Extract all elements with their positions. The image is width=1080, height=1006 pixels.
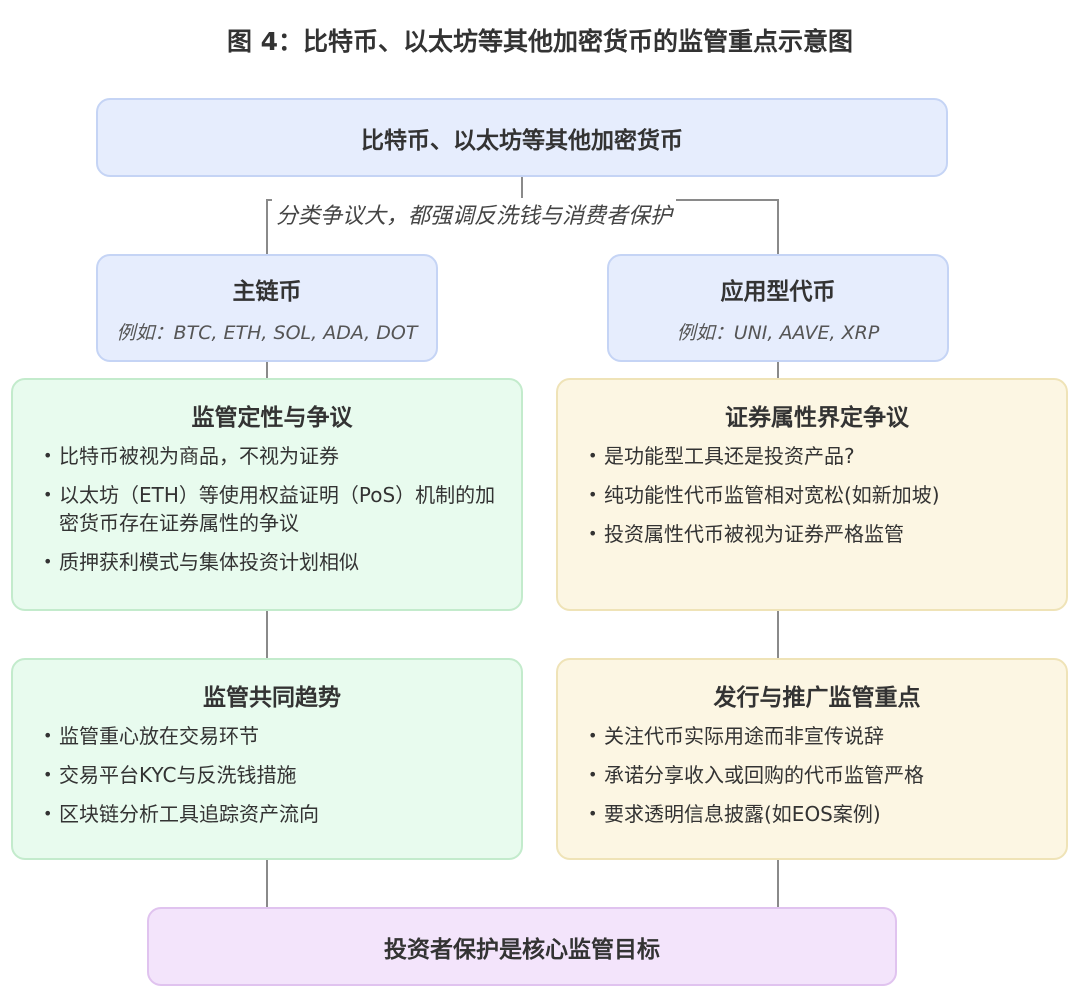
card-title: 证券属性界定争议 [725,405,909,431]
list-item: 纯功能性代币监管相对宽松(如新加坡) [588,481,1046,509]
list-item: 关注代币实际用途而非宣传说辞 [588,722,1046,750]
card-common-trends: 监管共同趋势 监管重心放在交易环节 交易平台KYC与反洗钱措施 区块链分析工具追… [11,658,523,860]
list-item: 以太坊（ETH）等使用权益证明（PoS）机制的加密货币存在证券属性的争议 [43,481,501,537]
connector-bracket-left [266,199,268,255]
card-regulatory-classification: 监管定性与争议 比特币被视为商品，不视为证券 以太坊（ETH）等使用权益证明（P… [11,378,523,611]
list-item: 交易平台KYC与反洗钱措施 [43,761,501,789]
list-item: 区块链分析工具追踪资产流向 [43,800,501,828]
list-item: 监管重心放在交易环节 [43,722,501,750]
list-item: 是功能型工具还是投资产品? [588,442,1046,470]
connector-left-to-goal [266,859,268,909]
category-mainchain-title: 主链币 [232,278,302,305]
list-item: 质押获利模式与集体投资计划相似 [43,548,501,576]
goal-node-label: 投资者保护是核心监管目标 [384,936,660,963]
edge-label: 分类争议大，都强调反洗钱与消费者保护 [272,198,677,230]
connector-right-to-goal [777,859,779,909]
category-mainchain-example: 例如：BTC, ETH, SOL, ADA, DOT [116,321,418,344]
connector-right-card-to-card [777,610,779,659]
card-title: 监管共同趋势 [203,685,341,711]
goal-node: 投资者保护是核心监管目标 [147,907,897,986]
connector-left-card-to-card [266,610,268,659]
connector-root-down [521,176,523,200]
list-item: 投资属性代币被视为证券严格监管 [588,520,1046,548]
connector-right-cat-to-card [777,361,779,379]
category-apptoken-example: 例如：UNI, AAVE, XRP [676,321,880,344]
card-title: 发行与推广监管重点 [713,685,921,711]
root-node: 比特币、以太坊等其他加密货币 [96,98,948,177]
category-apptoken-node: 应用型代币 例如：UNI, AAVE, XRP [607,254,949,362]
card-issuance-promotion: 发行与推广监管重点 关注代币实际用途而非宣传说辞 承诺分享收入或回购的代币监管严… [556,658,1068,860]
connector-bracket-right [777,199,779,255]
category-mainchain-node: 主链币 例如：BTC, ETH, SOL, ADA, DOT [96,254,438,362]
figure-title: 图 4：比特币、以太坊等其他加密货币的监管重点示意图 [226,27,854,56]
category-apptoken-title: 应用型代币 [720,278,836,305]
list-item: 比特币被视为商品，不视为证券 [43,442,501,470]
list-item: 要求透明信息披露(如EOS案例) [588,800,1046,828]
list-item: 承诺分享收入或回购的代币监管严格 [588,761,1046,789]
connector-left-cat-to-card [266,361,268,379]
root-node-label: 比特币、以太坊等其他加密货币 [361,127,683,154]
card-securities-definition: 证券属性界定争议 是功能型工具还是投资产品? 纯功能性代币监管相对宽松(如新加坡… [556,378,1068,611]
card-title: 监管定性与争议 [191,405,353,431]
